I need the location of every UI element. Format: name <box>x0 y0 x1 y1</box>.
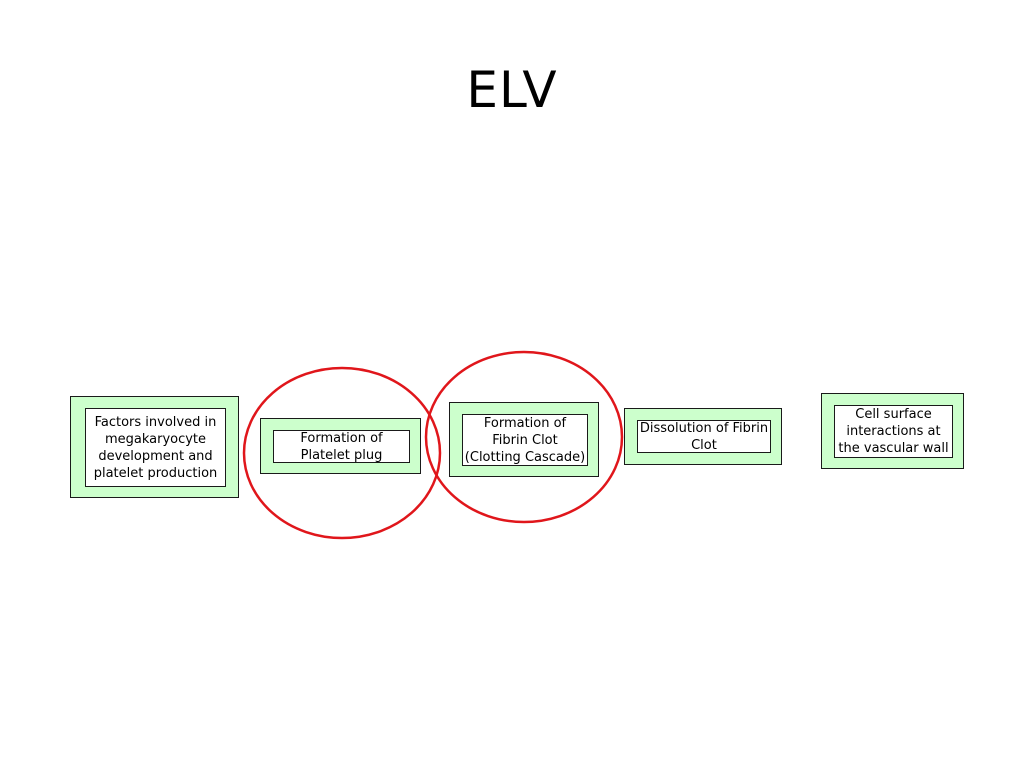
box-platelet-plug-label-frame: Formation of Platelet plug <box>273 430 410 463</box>
box-platelet-plug: Formation of Platelet plug <box>260 418 421 474</box>
box-megakaryocyte-label: Factors involved in megakaryocyte develo… <box>93 414 218 481</box>
box-dissolution-label-frame: Dissolution of Fibrin Clot <box>637 420 771 453</box>
slide-title: ELV <box>466 61 558 119</box>
box-fibrin-clot: Formation of Fibrin Clot (Clotting Casca… <box>449 402 599 477</box>
box-cell-surface: Cell surface interactions at the vascula… <box>821 393 964 469</box>
box-cell-surface-label: Cell surface interactions at the vascula… <box>838 407 949 456</box>
box-fibrin-clot-label: Formation of Fibrin Clot (Clotting Casca… <box>464 415 586 465</box>
box-megakaryocyte: Factors involved in megakaryocyte develo… <box>70 396 239 498</box>
box-dissolution-label: Dissolution of Fibrin Clot <box>639 420 769 453</box>
box-platelet-plug-label: Formation of Platelet plug <box>300 430 383 463</box>
box-megakaryocyte-label-frame: Factors involved in megakaryocyte develo… <box>85 408 226 487</box>
box-cell-surface-label-frame: Cell surface interactions at the vascula… <box>834 405 953 458</box>
box-fibrin-clot-label-frame: Formation of Fibrin Clot (Clotting Casca… <box>462 414 588 466</box>
box-dissolution: Dissolution of Fibrin Clot <box>624 408 782 465</box>
